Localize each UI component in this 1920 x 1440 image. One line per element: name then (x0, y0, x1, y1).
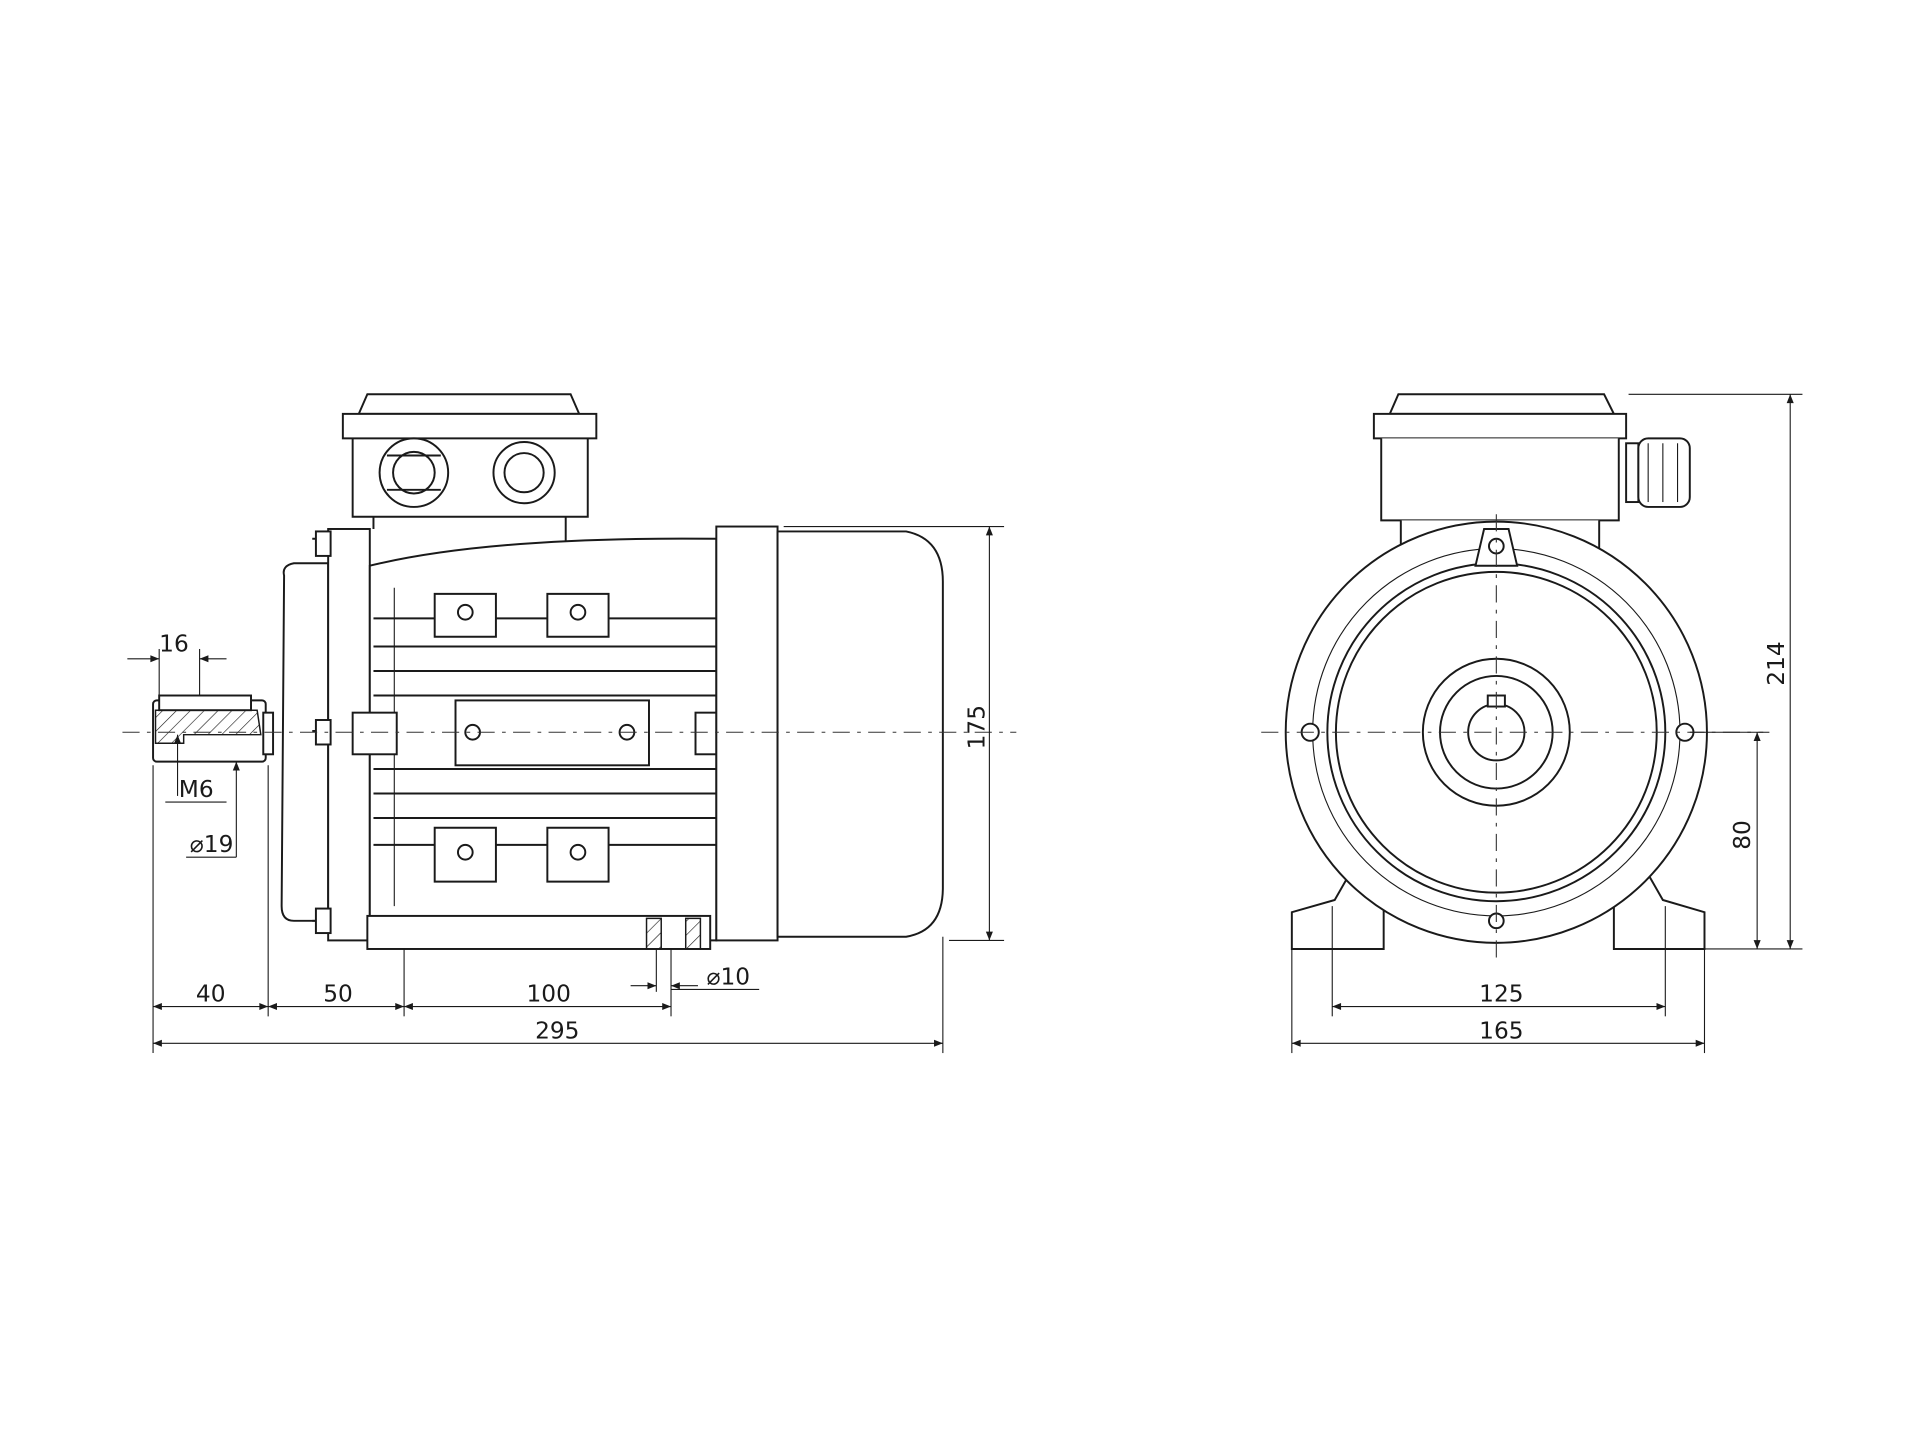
cooling-fins (373, 587, 717, 907)
dim-shaft-height: 80 (1729, 820, 1756, 850)
dim-thread: M6 (179, 776, 214, 803)
dim-foot-width: 165 (1479, 1017, 1523, 1044)
dim-key-width: 16 (159, 630, 189, 657)
side-view: 16 M6 ⌀19 40 50 100 ⌀10 295 (122, 393, 1017, 1054)
dim-foot-hole-spacing: 100 (527, 981, 571, 1008)
dim-overall-height: 214 (1763, 641, 1790, 685)
feet (366, 914, 712, 950)
dim-shaft-diameter: ⌀19 (190, 831, 234, 858)
terminal-box (341, 393, 598, 564)
nameplate (454, 699, 650, 767)
shaft (152, 694, 275, 763)
front-view: 214 80 125 165 (1261, 393, 1803, 1054)
dim-overall-length: 295 (535, 1017, 579, 1044)
stator-body (351, 537, 718, 942)
end-shield (280, 528, 371, 942)
dim-foot-hole-spacing-front: 125 (1479, 981, 1523, 1008)
dim-foot-hole-diameter: ⌀10 (707, 963, 751, 990)
dim-shaft-length: 40 (196, 981, 226, 1008)
fan-cover (715, 525, 944, 942)
lifting-lugs (433, 592, 610, 883)
front-dimensions: 214 80 125 165 (1291, 393, 1803, 1054)
dim-body-height: 175 (963, 705, 990, 749)
side-dimensions: 16 M6 ⌀19 40 50 100 ⌀10 295 (127, 525, 1005, 1054)
dim-flange-to-hole: 50 (323, 981, 353, 1008)
